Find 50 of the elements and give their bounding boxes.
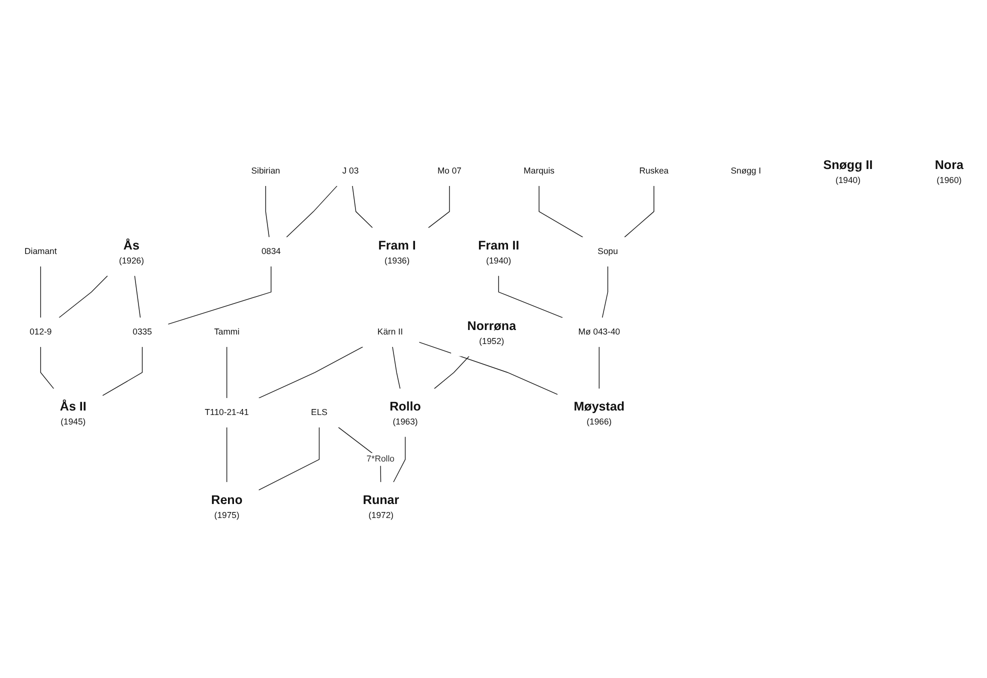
connector	[418, 342, 558, 396]
node-text: Ruskea	[638, 166, 668, 176]
connector	[258, 346, 363, 399]
connector	[40, 346, 54, 390]
connector	[226, 427, 227, 483]
node-text: Snøgg I	[730, 166, 761, 176]
connector	[352, 186, 372, 228]
connector	[598, 346, 600, 390]
node-text: T110-21-41	[204, 408, 248, 418]
connector	[102, 346, 142, 396]
node-text: J 03	[342, 166, 358, 176]
node-text: Sibirian	[250, 166, 280, 176]
connector	[167, 266, 271, 325]
connector	[601, 266, 608, 318]
node-text: ELS	[310, 408, 327, 418]
connector	[58, 276, 108, 318]
node-text: Marquis	[523, 166, 554, 176]
node-text: Fram II (1940)	[478, 238, 519, 266]
node-text: 0335	[132, 328, 152, 337]
node-text: Kärn II	[376, 328, 402, 337]
node-text: Runar (1972)	[362, 492, 399, 520]
node-text: Nora (1960)	[934, 158, 963, 186]
connector	[433, 356, 469, 390]
connector	[134, 276, 140, 318]
connector	[538, 186, 583, 238]
node-text: Norrøna (1952)	[466, 318, 516, 346]
node-text: Møystad (1966)	[573, 399, 624, 427]
node-text: Rollo (1963)	[389, 399, 420, 427]
node-text: Snøgg II (1940)	[822, 158, 872, 186]
node-text: 012-9	[29, 328, 52, 337]
node-text: Diamant	[24, 247, 56, 256]
node-text: Ås II (1945)	[59, 399, 86, 427]
node-text: Mø 043-40	[578, 328, 620, 337]
connector	[427, 186, 450, 228]
node-text: Mo 07	[436, 166, 461, 176]
connector	[258, 427, 320, 491]
node-text: Ås (1926)	[118, 238, 144, 266]
connector	[286, 186, 337, 238]
node-text: Tammi	[214, 328, 240, 337]
connector	[226, 346, 227, 399]
connector	[624, 186, 654, 238]
node-text: Fram I (1936)	[378, 238, 416, 266]
connector	[498, 276, 563, 318]
connector	[392, 436, 406, 483]
connector	[264, 186, 269, 238]
node-text: Reno (1975)	[210, 492, 242, 520]
connector	[392, 346, 400, 390]
node-text: 0834	[260, 247, 280, 256]
edge-label: 7*Rollo	[366, 454, 394, 464]
node-text: Sopu	[597, 247, 618, 256]
